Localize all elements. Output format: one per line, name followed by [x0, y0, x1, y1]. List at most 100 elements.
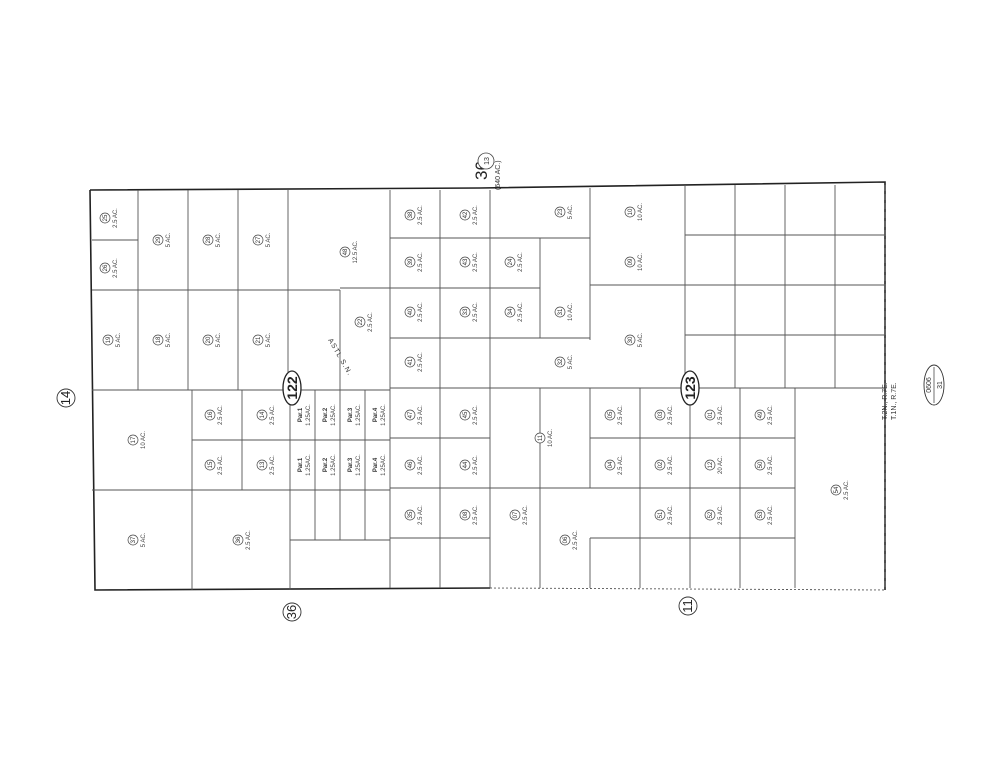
- parcel-acreage: 5 AC.: [216, 232, 222, 247]
- parcel-number-circle: [754, 459, 766, 471]
- parcel-number-circle: [459, 409, 471, 421]
- parcel-acreage: 2.5 AC.: [418, 505, 424, 525]
- parcel-number: 01: [708, 411, 714, 418]
- page-number: 31: [937, 381, 944, 389]
- parcel-number: 29: [156, 236, 162, 243]
- parcel-number-circle: [127, 534, 139, 546]
- parcel-number-circle: [624, 206, 636, 218]
- parcel-number: 14: [260, 411, 266, 418]
- sub-parcel-name: Par.2: [323, 407, 329, 422]
- parcel-acreage: 2.5 AC.: [718, 405, 724, 425]
- parcel-number: 10: [628, 208, 634, 215]
- parcel-number-circle: [202, 334, 214, 346]
- parcel-acreage: 2.5 AC.: [768, 505, 774, 525]
- parcel-number: 28: [206, 236, 212, 243]
- parcel-acreage: 5 AC.: [166, 332, 172, 347]
- sub-parcel-area: 1.25AC.: [306, 454, 312, 476]
- parcel-number-circle: [404, 256, 416, 268]
- adjoining-section-bottom-right-label: 11: [680, 599, 695, 613]
- parcel-number-circle: [704, 409, 716, 421]
- parcel-acreage: 5 AC.: [638, 332, 644, 347]
- parcel-acreage: 5 AC.: [266, 232, 272, 247]
- parcel-number-circle: [127, 434, 139, 446]
- parcel-number-circle: [654, 509, 666, 521]
- parcel-number: 40: [408, 308, 414, 315]
- adjoining-section-bottom-left: 36: [282, 602, 302, 622]
- parcel-label: 01 2.5 AC.: [704, 405, 724, 425]
- township-range-2: T.1N., R.7E.: [891, 382, 898, 420]
- parcel-number-circle: [459, 209, 471, 221]
- parcel-acreage: 2.5 AC.: [518, 252, 524, 272]
- parcel-acreage: 10 AC.: [638, 203, 644, 221]
- parcel-number-circle: [252, 234, 264, 246]
- parcel-number-circle: [604, 409, 616, 421]
- parcel-number: 51: [658, 511, 664, 518]
- parcel-number: 31: [558, 308, 564, 315]
- parcel-label: 10 10 AC.: [624, 203, 644, 221]
- parcel-number-circle: [404, 509, 416, 521]
- parcel-number-circle: [99, 262, 111, 274]
- parcel-number-circle: [554, 356, 566, 368]
- sub-parcel-area: 1.25AC.: [331, 454, 337, 476]
- parcel-acreage: 2.5 AC.: [368, 312, 374, 332]
- sub-parcel-area: 1.25AC.: [331, 404, 337, 426]
- parcel-number: 32: [558, 358, 564, 365]
- adjoining-section-left-label: 14: [58, 391, 73, 405]
- parcel-number-circle: [102, 334, 114, 346]
- parcel-number-circle: [404, 209, 416, 221]
- parcel-number: 19: [106, 336, 112, 343]
- parcel-acreage: 2.5 AC.: [668, 405, 674, 425]
- parcel-acreage: 2.5 AC.: [668, 455, 674, 475]
- parcel-number-circle: [202, 234, 214, 246]
- parcel-label: 31 10 AC.: [554, 303, 574, 321]
- block-122-label: 122: [284, 376, 300, 400]
- parcel-label: 29 5 AC.: [152, 232, 172, 247]
- book-page-marker: 0606 31: [923, 364, 945, 406]
- parcel-acreage: 5 AC.: [216, 332, 222, 347]
- parcel-number-circle: [459, 459, 471, 471]
- parcel-number: 07: [513, 511, 519, 518]
- parcel-number-circle: [604, 459, 616, 471]
- parcel-acreage: 2.5 AC.: [523, 505, 529, 525]
- parcel-acreage: 20 AC.: [718, 456, 724, 474]
- parcel-number: 23: [558, 208, 564, 215]
- parcel-acreage: 10 AC.: [548, 429, 554, 447]
- parcel-acreage: 5 AC.: [166, 232, 172, 247]
- parcel-acreage: 10 AC.: [568, 303, 574, 321]
- parcel-number-circle: [754, 409, 766, 421]
- parcel-acreage: 2.5 AC.: [473, 505, 479, 525]
- parcel-number: 20: [206, 336, 212, 343]
- parcel-number-circle: [256, 459, 268, 471]
- parcel-number: 03: [658, 411, 664, 418]
- parcel-number-circle: [354, 316, 366, 328]
- adjoining-section-bottom-right: 11: [678, 596, 698, 616]
- parcel-number-circle: [99, 212, 111, 224]
- parcel-acreage: 5 AC.: [116, 332, 122, 347]
- parcel-number: 41: [408, 358, 414, 365]
- parcel-acreage: 2.5 AC.: [573, 530, 579, 550]
- parcel-acreage: 2.5 AC.: [768, 405, 774, 425]
- parcel-number-circle: [559, 534, 571, 546]
